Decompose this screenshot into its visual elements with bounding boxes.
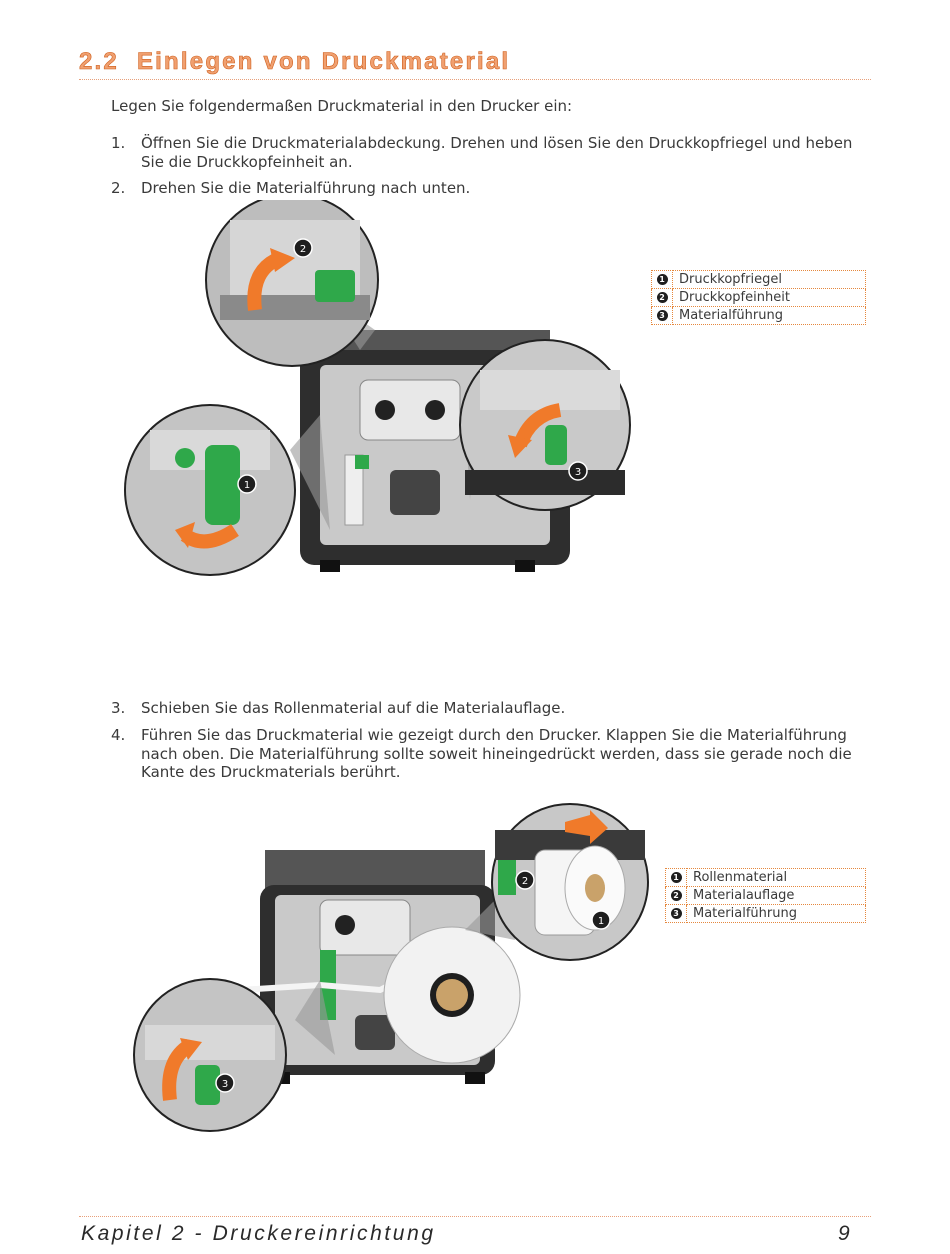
print-knob bbox=[355, 1015, 395, 1050]
legend-label: Materialauflage bbox=[686, 886, 866, 905]
svg-text:1: 1 bbox=[244, 480, 250, 491]
svg-text:3: 3 bbox=[575, 467, 581, 478]
callout-marker: 3 bbox=[568, 461, 588, 481]
spindle-knob bbox=[375, 400, 395, 420]
legend-label: Materialführung bbox=[672, 306, 866, 325]
section-heading: 2.2 Einlegen von Druckmaterial bbox=[79, 48, 510, 76]
heading-rule bbox=[79, 79, 871, 80]
green-latch bbox=[355, 455, 369, 469]
printer-panel bbox=[319, 899, 411, 956]
legend-label: Rollenmaterial bbox=[686, 868, 866, 887]
svg-text:2: 2 bbox=[300, 244, 306, 255]
roll-core-inner bbox=[436, 979, 468, 1011]
printer-foot bbox=[515, 560, 535, 572]
footer-page-number: 9 bbox=[838, 1222, 850, 1245]
legend-row: 1 Druckkopfriegel bbox=[651, 270, 866, 289]
step-number: 4. bbox=[111, 726, 126, 744]
spindle-knob bbox=[425, 400, 445, 420]
zoom-wedge bbox=[295, 980, 335, 1055]
marker-icon: 3 bbox=[656, 310, 668, 321]
callout-marker: 2 bbox=[293, 238, 313, 258]
callout-marker: 3 bbox=[215, 1073, 235, 1093]
step-4: 4. Führen Sie das Druckmaterial wie geze… bbox=[111, 726, 871, 782]
callout-marker: 2 bbox=[515, 870, 535, 890]
zoom-wedge bbox=[290, 415, 330, 530]
marker-icon: 1 bbox=[670, 872, 682, 883]
marker-icon: 3 bbox=[670, 908, 682, 919]
legend-table-b: 1 Rollenmaterial 2 Materialauflage 3 Mat… bbox=[665, 868, 866, 923]
section-number: 2.2 bbox=[79, 48, 119, 76]
step-number: 2. bbox=[111, 179, 126, 197]
section-title: Einlegen von Druckmaterial bbox=[136, 48, 511, 76]
step-1: 1. Öffnen Sie die Druckmaterialabdeckung… bbox=[111, 134, 871, 171]
printer-cover bbox=[265, 850, 485, 890]
zoom-circle-roll bbox=[491, 803, 649, 961]
step-3: 3. Schieben Sie das Rollenmaterial auf d… bbox=[111, 699, 871, 718]
legend-table-a: 1 Druckkopfriegel 2 Druckkopfeinheit 3 M… bbox=[651, 270, 866, 325]
callout-marker: 1 bbox=[237, 474, 257, 494]
printer-foot bbox=[465, 1072, 485, 1084]
legend-row: 2 Druckkopfeinheit bbox=[651, 288, 866, 307]
callout-marker: 1 bbox=[591, 910, 611, 930]
step-number: 1. bbox=[111, 134, 126, 152]
intro-text: Legen Sie folgendermaßen Druckmaterial i… bbox=[111, 97, 573, 115]
spindle-knob bbox=[335, 915, 355, 935]
footer-rule bbox=[79, 1216, 871, 1217]
legend-label: Materialführung bbox=[686, 904, 866, 923]
legend-row: 3 Materialführung bbox=[651, 306, 866, 325]
legend-label: Druckkopfeinheit bbox=[672, 288, 866, 307]
printer-panel bbox=[359, 379, 461, 441]
legend-row: 1 Rollenmaterial bbox=[665, 868, 866, 887]
step-text: Führen Sie das Druckmaterial wie gezeigt… bbox=[141, 726, 852, 781]
step-text: Schieben Sie das Rollenmaterial auf die … bbox=[141, 699, 566, 717]
svg-text:2: 2 bbox=[522, 876, 528, 887]
zoom-circle-latch bbox=[124, 404, 296, 576]
svg-text:1: 1 bbox=[598, 916, 604, 927]
step-2: 2. Drehen Sie die Materialführung nach u… bbox=[111, 179, 871, 198]
printer-foot bbox=[320, 560, 340, 572]
step-number: 3. bbox=[111, 699, 126, 717]
zoom-circle-guide bbox=[459, 339, 631, 511]
footer-chapter: Kapitel 2 - Druckereinrichtung bbox=[81, 1222, 436, 1245]
zoom-circle-guide bbox=[133, 978, 287, 1132]
marker-icon: 1 bbox=[656, 274, 668, 285]
step-text: Öffnen Sie die Druckmaterialabdeckung. D… bbox=[141, 134, 853, 171]
zoom-circle-printhead bbox=[205, 200, 379, 367]
legend-row: 3 Materialführung bbox=[665, 904, 866, 923]
step-text: Drehen Sie die Materialführung nach unte… bbox=[141, 179, 471, 197]
svg-text:3: 3 bbox=[222, 1079, 228, 1090]
print-knob bbox=[390, 470, 440, 515]
media-guide-body bbox=[344, 454, 364, 526]
figure-printer-loaded: 2 1 3 bbox=[133, 803, 649, 1132]
legend-row: 2 Materialauflage bbox=[665, 886, 866, 905]
figure-printer-open: 2 1 3 bbox=[124, 200, 631, 576]
legend-label: Druckkopfriegel bbox=[672, 270, 866, 289]
marker-icon: 2 bbox=[670, 890, 682, 901]
marker-icon: 2 bbox=[656, 292, 668, 303]
